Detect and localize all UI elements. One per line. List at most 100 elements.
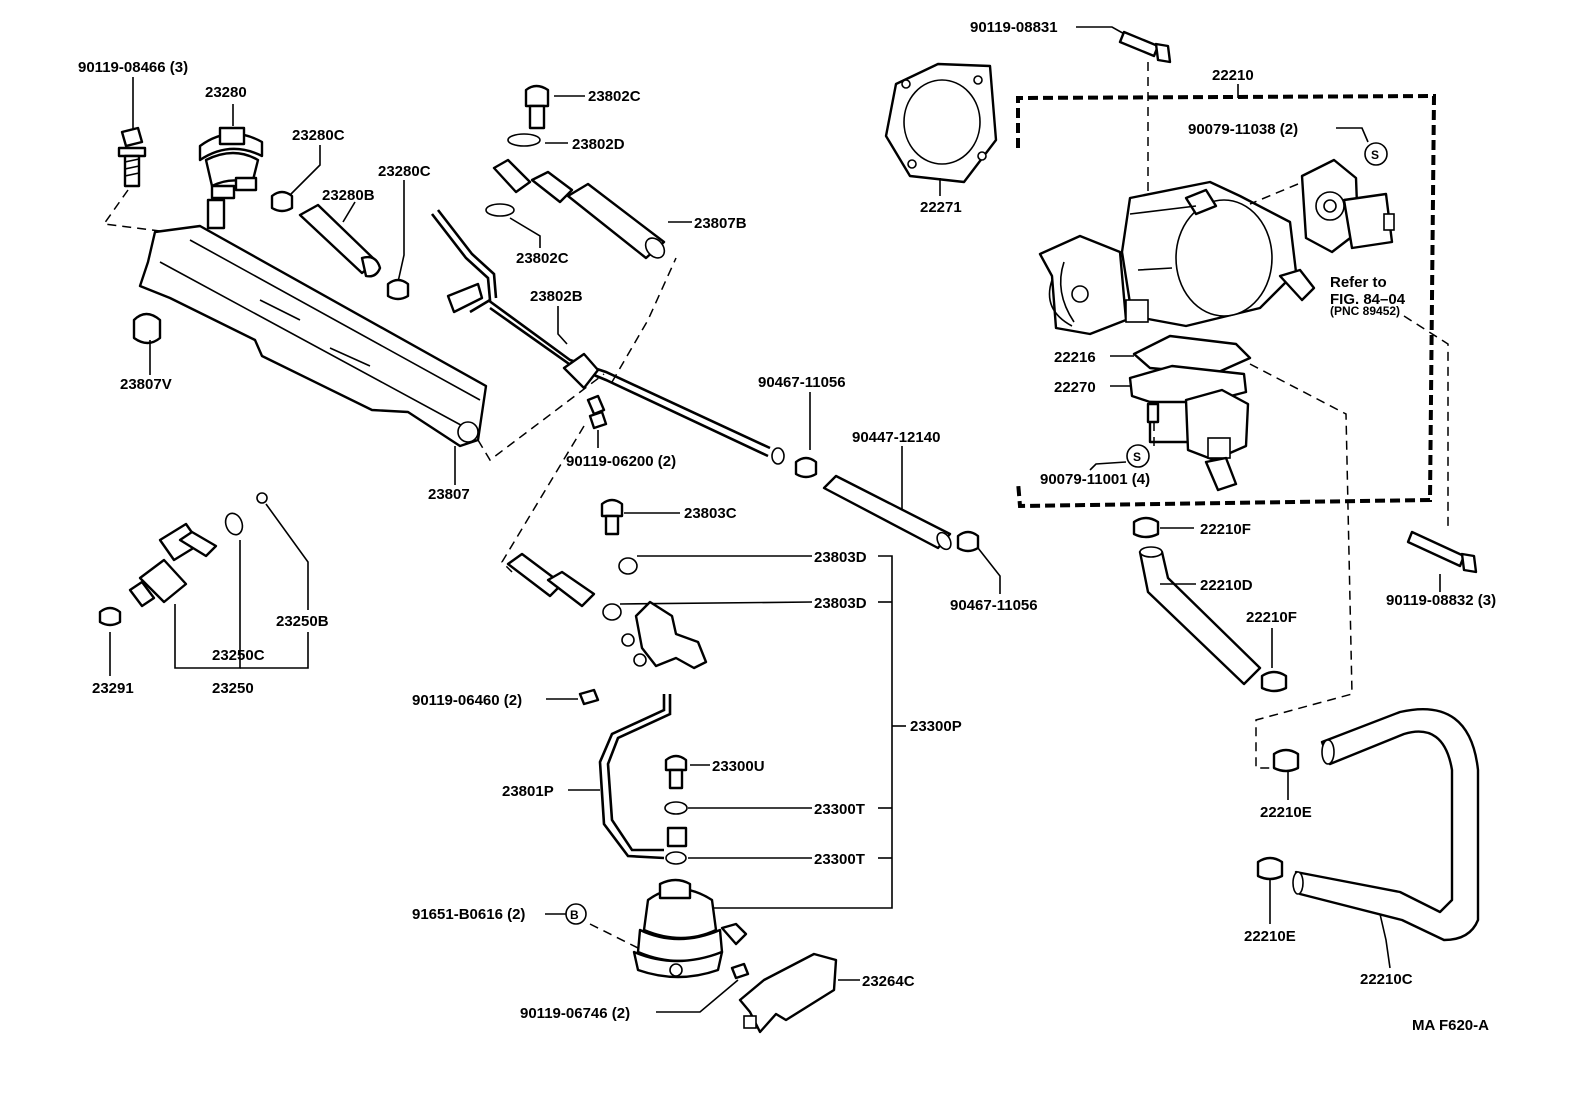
fuel-damper-filter bbox=[632, 878, 748, 979]
label-23803c: 23803C bbox=[684, 505, 737, 522]
throttle-body-box-22210 bbox=[1016, 84, 1437, 509]
figure-code: MA F620-A bbox=[1412, 1017, 1489, 1034]
clamp-90467-11056-b bbox=[956, 530, 1001, 594]
label-23300u: 23300U bbox=[712, 758, 765, 775]
isc-valve-22270 bbox=[1110, 364, 1250, 492]
label-22210: 22210 bbox=[1212, 67, 1254, 84]
label-23803d-b: 23803D bbox=[814, 595, 867, 612]
label-23280: 23280 bbox=[205, 84, 247, 101]
clamp-22210f-b bbox=[1260, 628, 1288, 693]
circle-symbol-b: B bbox=[570, 908, 579, 922]
dash-links-right bbox=[1249, 315, 1449, 769]
label-refer-pnc: (PNC 89452) bbox=[1330, 304, 1400, 318]
label-90447-12140: 90447-12140 bbox=[852, 429, 940, 446]
fuel-hose-lower bbox=[506, 552, 596, 608]
throttle-position-sensor bbox=[1249, 127, 1395, 254]
hose-clips-23280c bbox=[270, 145, 410, 301]
fuel-hose-23280b bbox=[298, 201, 382, 278]
label-90119-06746: 90119-06746 (2) bbox=[520, 1005, 630, 1022]
label-91651-b0616: 91651-B0616 (2) bbox=[412, 906, 525, 923]
clamp-90467-11056-a bbox=[794, 392, 818, 479]
bolt-91651-b0616 bbox=[545, 903, 643, 951]
throttle-body-22210 bbox=[1038, 180, 1316, 336]
label-refer-fig: FIG. 84–04 bbox=[1330, 291, 1406, 308]
union-bolt-23803c bbox=[600, 498, 680, 536]
label-22210f-b: 22210F bbox=[1246, 609, 1297, 626]
label-23807v: 23807V bbox=[120, 376, 172, 393]
hose-22210c bbox=[1292, 707, 1480, 969]
label-23300t-b: 23300T bbox=[814, 851, 865, 868]
hose-22210d bbox=[1138, 546, 1262, 686]
bolt-90119-06746 bbox=[656, 962, 750, 1013]
gasket-23803d-b bbox=[602, 601, 813, 621]
union-bolt-23802c bbox=[524, 84, 585, 130]
gasket-23802d bbox=[507, 133, 568, 147]
label-23807b: 23807B bbox=[694, 215, 747, 232]
bolt-90119-06200 bbox=[501, 394, 608, 573]
label-23300p: 23300P bbox=[910, 718, 962, 735]
label-23250b: 23250B bbox=[276, 613, 329, 630]
label-23280c-b: 23280C bbox=[378, 163, 431, 180]
label-90079-11001: 90079-11001 (4) bbox=[1040, 471, 1150, 488]
label-23803d-a: 23803D bbox=[814, 549, 867, 566]
label-90119-06200: 90119-06200 (2) bbox=[566, 453, 676, 470]
label-22271: 22271 bbox=[920, 199, 962, 216]
label-23300t-a: 23300T bbox=[814, 801, 865, 818]
label-23807: 23807 bbox=[428, 486, 470, 503]
bolt-90119-06460 bbox=[546, 688, 600, 706]
gasket-23803d-a bbox=[618, 555, 812, 575]
label-23802d: 23802D bbox=[572, 136, 625, 153]
circle-symbol-s-bottom: S bbox=[1133, 450, 1141, 464]
label-23801p: 23801P bbox=[502, 783, 554, 800]
label-22210c: 22210C bbox=[1360, 971, 1413, 988]
label-23280c-a: 23280C bbox=[292, 127, 345, 144]
label-23250c: 23250C bbox=[212, 647, 265, 664]
hose-90447-12140 bbox=[822, 446, 952, 551]
clamp-22210f-a bbox=[1132, 516, 1194, 539]
label-refer-to: Refer to bbox=[1330, 274, 1387, 291]
label-90079-11038: 90079-11038 (2) bbox=[1188, 121, 1298, 138]
label-22216: 22216 bbox=[1054, 349, 1096, 366]
gasket-22271 bbox=[884, 62, 998, 196]
bolt-90119-08832 bbox=[1406, 530, 1478, 592]
fuel-pipe-23802b bbox=[430, 209, 785, 465]
delivery-pipe-23807 bbox=[138, 224, 605, 485]
assembly-bracket-23300p bbox=[712, 555, 906, 909]
gasket-22216 bbox=[1110, 334, 1252, 376]
pressure-regulator-23280 bbox=[198, 104, 264, 230]
label-90119-08832: 90119-08832 (3) bbox=[1386, 592, 1496, 609]
clamp-22210e-a bbox=[1272, 748, 1300, 800]
label-22210e-b: 22210E bbox=[1244, 928, 1296, 945]
grommet-23807v bbox=[132, 312, 162, 375]
label-23250: 23250 bbox=[212, 680, 254, 697]
label-22210d: 22210D bbox=[1200, 577, 1253, 594]
fitting-23300-mid bbox=[666, 826, 688, 848]
label-90119-08831: 90119-08831 bbox=[970, 19, 1058, 36]
label-23280b: 23280B bbox=[322, 187, 375, 204]
label-22270: 22270 bbox=[1054, 379, 1096, 396]
fuel-hose-23807b bbox=[492, 158, 692, 260]
bracket-23264c bbox=[738, 952, 860, 1034]
label-22210f-a: 22210F bbox=[1200, 521, 1251, 538]
label-23802b: 23802B bbox=[530, 288, 583, 305]
label-22210e-a: 22210E bbox=[1260, 804, 1312, 821]
label-90467-11056-a: 90467-11056 bbox=[758, 374, 846, 391]
label-23264c: 23264C bbox=[862, 973, 915, 990]
label-23291: 23291 bbox=[92, 680, 134, 697]
injector-23250 bbox=[98, 492, 309, 676]
gasket-23300t-a bbox=[664, 801, 812, 815]
bolt-90119-08466 bbox=[102, 77, 169, 233]
screw-90079-11001 bbox=[1089, 444, 1150, 471]
gasket-23802c-lower bbox=[485, 203, 541, 248]
label-23802c-b: 23802C bbox=[516, 250, 569, 267]
gasket-23300t-b bbox=[665, 851, 812, 865]
union-bolt-23300u bbox=[664, 754, 710, 790]
fuel-pipe-23801p bbox=[568, 600, 708, 860]
label-90119-08466: 90119-08466 (3) bbox=[78, 59, 188, 76]
clamp-22210e-b bbox=[1256, 856, 1284, 924]
label-90467-11056-b: 90467-11056 bbox=[950, 597, 1038, 614]
circle-symbol-s-top: S bbox=[1371, 148, 1379, 162]
label-23802c-a: 23802C bbox=[588, 88, 641, 105]
bolt-90119-08831 bbox=[1076, 26, 1172, 200]
